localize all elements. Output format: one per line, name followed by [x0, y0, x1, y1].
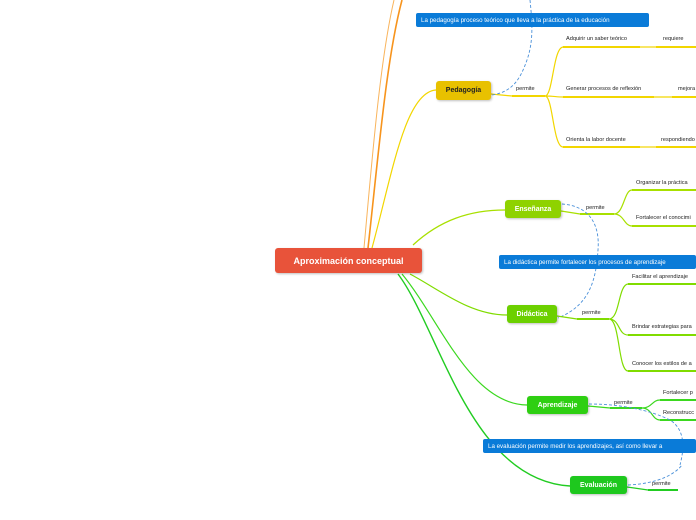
link-label-requiere[interactable]: requiere [663, 36, 684, 42]
link-label-aprendizaje[interactable]: permite [614, 400, 633, 406]
branch-line-ensenanza [412, 209, 506, 246]
line-evaluacion-permite [626, 486, 649, 491]
link-label-pedagogia[interactable]: permite [516, 86, 535, 92]
node-ensenanza[interactable]: Enseñanza [505, 200, 561, 218]
branch-line-aprendizaje [401, 273, 528, 406]
topic-fortalecer-conocimiento[interactable]: Fortalecer el conocimi [636, 215, 691, 221]
topic-brindar-estrategias[interactable]: Brindar estrategias para [632, 324, 692, 330]
fork-pedagogia [544, 46, 564, 148]
note-pedagogia[interactable]: La pedagogía proceso teórico que lleva a… [416, 13, 649, 27]
topic-generar-procesos[interactable]: Generar procesos de reflexión [566, 86, 642, 92]
topic-facilitar-aprendizaje[interactable]: Facilitar el aprendizaje [632, 274, 688, 280]
branch-line-didactica [409, 273, 508, 316]
fork-aprendizaje [641, 399, 661, 421]
link-label-respondiendo[interactable]: respondiendo [661, 137, 695, 143]
line-aprendizaje-permite [587, 405, 611, 409]
topic-organizar-practica[interactable]: Organizar la práctica [636, 180, 688, 186]
fork-ensenanza [613, 189, 633, 227]
topic-reconstruccion[interactable]: Reconstrucc [663, 410, 695, 416]
node-pedagogia[interactable]: Pedagogía [436, 81, 491, 100]
topic-fortalecer[interactable]: Fortalecer p [663, 390, 693, 396]
topic-adquirir-saber[interactable]: Adquirir un saber teórico [566, 36, 627, 42]
link-label-ensenanza[interactable]: permite [586, 205, 605, 211]
note-evaluacion[interactable]: La evaluación permite medir los aprendiz… [483, 439, 696, 453]
node-aprendizaje[interactable]: Aprendizaje [527, 396, 588, 414]
note-didactica[interactable]: La didáctica permite fortalecer los proc… [499, 255, 696, 269]
dashed-link-evaluacion [627, 464, 683, 486]
fork-didactica [608, 283, 629, 372]
link-label-mejora[interactable]: mejora [678, 86, 696, 92]
branch-line-pedagogia [371, 89, 437, 249]
branch-line-orange [367, 0, 403, 249]
dashed-link-ensenanza [557, 203, 599, 319]
branch-line-evaluacion [397, 273, 571, 487]
root-node[interactable]: Aproximación conceptual [275, 248, 422, 273]
link-label-didactica[interactable]: permite [582, 310, 601, 316]
node-didactica[interactable]: Didáctica [507, 305, 557, 323]
topic-orienta-labor[interactable]: Orienta la labor docente [566, 137, 626, 143]
line-didactica-permite [556, 315, 578, 320]
branch-line-orange-2 [363, 0, 395, 249]
topic-conocer-estilos[interactable]: Conocer los estilos de a [632, 361, 692, 367]
line-ensenanza-permite [560, 210, 581, 215]
node-evaluacion[interactable]: Evaluación [570, 476, 627, 494]
link-label-evaluacion[interactable]: permite [652, 481, 671, 487]
